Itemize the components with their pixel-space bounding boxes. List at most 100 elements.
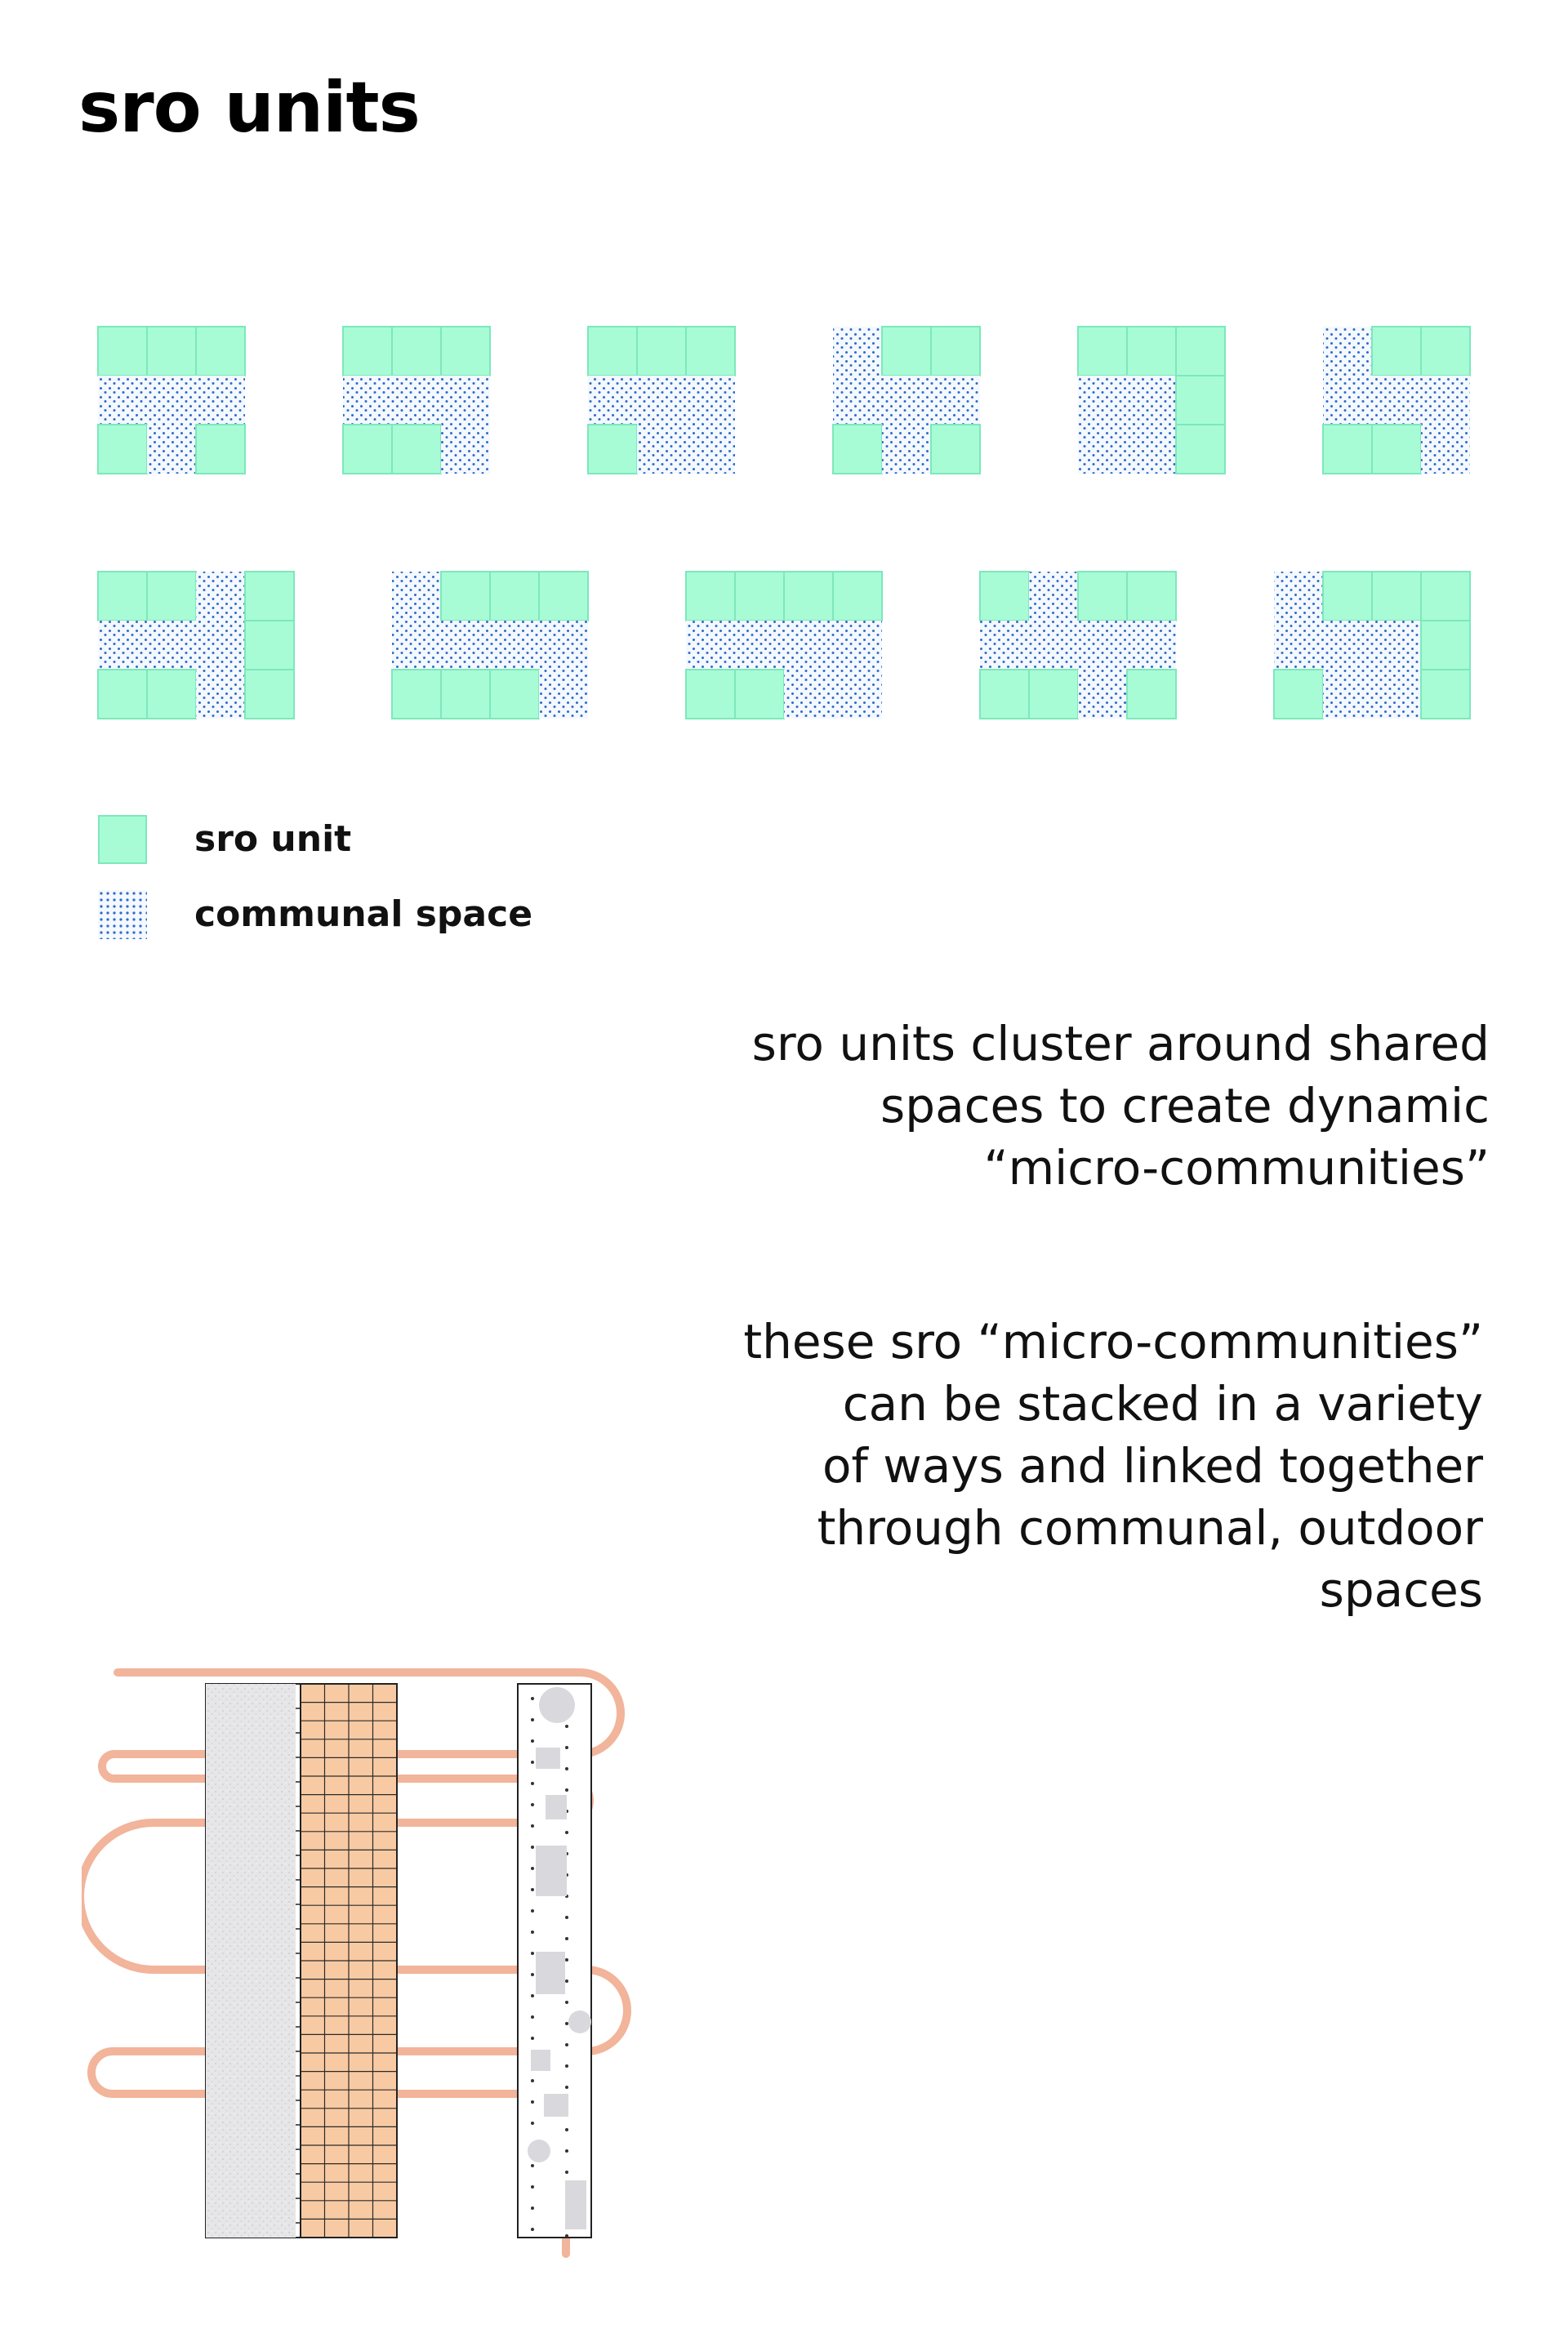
sro-unit-cell — [391, 424, 442, 474]
communal-space-cell — [980, 621, 1029, 670]
communal-space-cell — [1274, 621, 1323, 670]
cluster-layout — [1322, 326, 1471, 474]
sro-unit-cell — [734, 571, 785, 621]
sro-unit-cell — [1420, 571, 1471, 621]
cluster-layout — [1273, 571, 1471, 719]
sro-unit-cell — [1126, 571, 1177, 621]
communal-space-cell — [1323, 621, 1372, 670]
sro-unit-cell — [1420, 620, 1471, 670]
cluster-layout — [391, 571, 589, 719]
communal-space-cell — [1078, 376, 1127, 425]
sro-unit-cell — [832, 571, 883, 621]
sro-unit-cell — [930, 326, 981, 376]
sro-unit-cell — [342, 326, 393, 376]
communal-space-cell — [637, 425, 686, 474]
sro-cluster-layouts — [97, 326, 1471, 719]
communal-space-cell — [931, 376, 980, 425]
sro-unit-cell — [1077, 571, 1128, 621]
communal-space-cell — [1421, 425, 1470, 474]
sro-unit-cell — [1175, 375, 1226, 425]
stacked-communities-drawing — [82, 1668, 631, 2258]
communal-space-cell — [1127, 621, 1176, 670]
communal-space-cell — [735, 621, 784, 670]
sro-unit-cell — [440, 326, 491, 376]
communal-space-cell — [1323, 376, 1372, 425]
sro-unit-cell — [1371, 571, 1422, 621]
sro-unit-cell — [1175, 326, 1226, 376]
sro-unit-cell — [1322, 571, 1373, 621]
sro-unit-cell — [97, 571, 148, 621]
communal-space-cell — [441, 621, 490, 670]
sro-unit-cell — [97, 669, 148, 719]
communal-space-swatch — [98, 890, 147, 939]
amenity-features — [528, 1687, 591, 2238]
communal-space-cell — [882, 425, 931, 474]
sro-unit-cell — [1371, 424, 1422, 474]
sro-unit-cell — [685, 326, 736, 376]
sro-unit-cell — [1322, 424, 1373, 474]
communal-space-cell — [833, 670, 882, 719]
sro-unit-cell — [734, 669, 785, 719]
cluster-layout — [832, 326, 981, 474]
communal-space-cell — [441, 425, 490, 474]
communal-space-cell — [1127, 376, 1176, 425]
sro-unit-cell — [1126, 326, 1177, 376]
sro-unit-cell — [97, 326, 148, 376]
communal-space-cell — [196, 670, 245, 719]
communal-space-cell — [1323, 327, 1372, 376]
sro-unit-swatch — [98, 815, 147, 864]
sro-unit-cell — [881, 326, 932, 376]
cluster-layout — [342, 326, 491, 474]
communal-space-cell — [343, 376, 392, 425]
sro-unit-cell — [244, 620, 295, 670]
communal-space-cell — [392, 572, 441, 621]
communal-space-cell — [833, 376, 882, 425]
communal-space-cell — [1078, 621, 1127, 670]
sro-unit-cell — [1420, 669, 1471, 719]
orange-grid-lines — [300, 1683, 398, 2238]
sro-unit-cell — [1273, 669, 1324, 719]
communal-space-cell — [1274, 572, 1323, 621]
communal-space-cell — [98, 621, 147, 670]
cluster-layout — [97, 571, 295, 719]
communal-space-cell — [147, 376, 196, 425]
communal-space-cell — [1421, 376, 1470, 425]
sro-unit-cell — [1371, 326, 1422, 376]
sro-unit-cell — [146, 326, 197, 376]
sro-unit-cell — [930, 424, 981, 474]
sro-unit-cell — [1420, 326, 1471, 376]
communal-space-cell — [1372, 670, 1421, 719]
sro-unit-cell — [538, 571, 589, 621]
sro-unit-cell — [685, 669, 736, 719]
communal-space-cell — [1078, 425, 1127, 474]
communal-space-cell — [539, 670, 588, 719]
communal-space-cell — [1127, 425, 1176, 474]
communal-space-cell — [833, 327, 882, 376]
communal-space-cell — [147, 621, 196, 670]
sro-unit-cell — [146, 669, 197, 719]
communal-space-cell — [1029, 572, 1078, 621]
sro-unit-cell — [195, 326, 246, 376]
communal-space-cell — [686, 376, 735, 425]
communal-space-cell — [196, 376, 245, 425]
communal-space-cell — [686, 425, 735, 474]
sro-unit-cell — [146, 571, 197, 621]
sro-unit-cell — [685, 571, 736, 621]
communal-space-cell — [98, 376, 147, 425]
communal-space-cell — [490, 621, 539, 670]
communal-space-cell — [392, 621, 441, 670]
sro-unit-cell — [636, 326, 687, 376]
cluster-layout — [587, 326, 736, 474]
sro-unit-cell — [1175, 424, 1226, 474]
communal-space-cell — [588, 376, 637, 425]
sro-unit-cell — [97, 424, 148, 474]
communal-space-cell — [539, 621, 588, 670]
sro-unit-cell — [244, 571, 295, 621]
sro-unit-cell — [832, 424, 883, 474]
sro-unit-cell — [195, 424, 246, 474]
sro-unit-cell — [979, 669, 1030, 719]
caption-stacking: these sro “micro-communities” can be sta… — [743, 1314, 1483, 1618]
legend-label-communal-space: communal space — [194, 893, 533, 935]
communal-space-cell — [441, 376, 490, 425]
sro-unit-cell — [440, 669, 491, 719]
